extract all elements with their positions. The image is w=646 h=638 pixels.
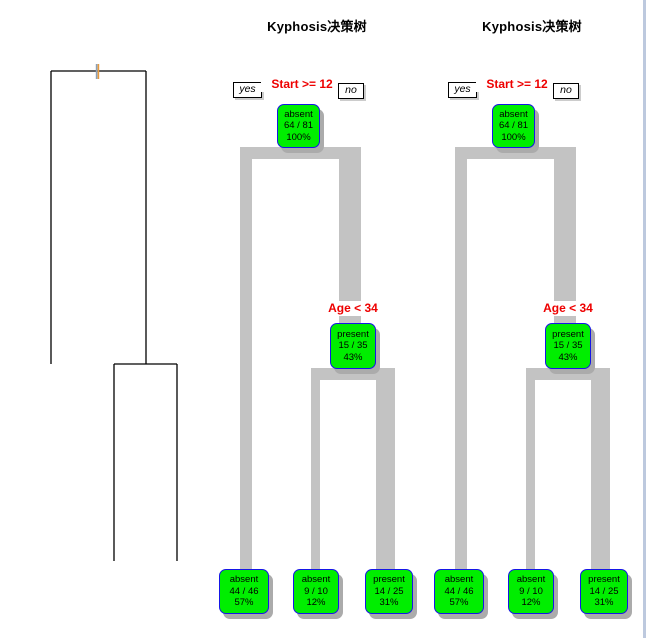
- node-class: absent: [499, 108, 528, 120]
- branch-bar-right: [339, 147, 361, 325]
- node-pct: 100%: [501, 131, 526, 143]
- node-count: 44 / 46: [444, 585, 474, 597]
- node-count: 14 / 25: [374, 585, 404, 597]
- node-class: absent: [301, 574, 331, 586]
- second-split-label: Age < 34: [316, 301, 390, 316]
- tree-node-leaf-1: absent 44 / 46 57%: [434, 569, 484, 614]
- page-title: Kyphosis决策树: [267, 19, 367, 34]
- node-class: absent: [444, 574, 474, 586]
- node-pct: 57%: [449, 597, 469, 609]
- node-class: absent: [284, 108, 313, 120]
- node-pct: 12%: [306, 597, 326, 609]
- tree-node-internal: present 15 / 35 43%: [545, 323, 591, 369]
- branch-bar-mid: [526, 368, 610, 380]
- node-count: 15 / 35: [338, 340, 368, 352]
- node-pct: 100%: [286, 131, 311, 143]
- node-pct: 43%: [343, 351, 363, 363]
- no-label-box: no: [338, 83, 364, 99]
- node-class: present: [552, 328, 584, 340]
- page-title: Kyphosis决策树: [482, 19, 582, 34]
- window-right-border: [643, 0, 646, 638]
- decision-tree-panel-2: Kyphosis决策树 yes Start >= 12 no absent 64…: [430, 0, 634, 638]
- branch-bar-leaf3: [376, 368, 395, 569]
- node-count: 15 / 35: [553, 340, 583, 352]
- branch-bar-leaf3: [591, 368, 610, 569]
- tree-node-leaf-3: present 14 / 25 31%: [365, 569, 413, 614]
- node-class: present: [337, 328, 369, 340]
- tree-node-internal: present 15 / 35 43%: [330, 323, 376, 369]
- node-class: absent: [229, 574, 259, 586]
- node-class: present: [588, 574, 620, 586]
- node-pct: 31%: [379, 597, 399, 609]
- node-count: 64 / 81: [498, 120, 529, 132]
- node-count: 9 / 10: [519, 585, 543, 597]
- node-count: 14 / 25: [589, 585, 619, 597]
- node-count: 9 / 10: [304, 585, 328, 597]
- branch-bar-mid: [311, 368, 395, 380]
- node-pct: 31%: [594, 597, 614, 609]
- branch-bar-left: [240, 147, 252, 569]
- branch-bar-left: [455, 147, 467, 569]
- branch-bar-top: [455, 147, 576, 159]
- branch-bar-top: [240, 147, 361, 159]
- tree-node-leaf-2: absent 9 / 10 12%: [508, 569, 554, 614]
- tree-node-leaf-3: present 14 / 25 31%: [580, 569, 628, 614]
- tree-node-leaf-2: absent 9 / 10 12%: [293, 569, 339, 614]
- node-count: 64 / 81: [283, 120, 314, 132]
- root-split-label: Start >= 12: [261, 77, 343, 92]
- node-pct: 57%: [234, 597, 254, 609]
- tree-node-root: absent 64 / 81 100%: [277, 104, 320, 148]
- node-class: present: [373, 574, 405, 586]
- root-split-label: Start >= 12: [476, 77, 558, 92]
- node-pct: 12%: [521, 597, 541, 609]
- node-pct: 43%: [558, 351, 578, 363]
- node-class: absent: [516, 574, 546, 586]
- tree-node-root: absent 64 / 81 100%: [492, 104, 535, 148]
- node-count: 44 / 46: [229, 585, 259, 597]
- branch-bar-leaf2: [311, 368, 320, 569]
- yes-label-box: yes: [448, 82, 477, 98]
- decision-tree-panel-1: Kyphosis决策树 yes Start >= 12 no absent 64…: [215, 0, 419, 638]
- branch-bar-leaf2: [526, 368, 535, 569]
- no-label-box: no: [553, 83, 579, 99]
- yes-label-box: yes: [233, 82, 262, 98]
- branch-bar-right: [554, 147, 576, 325]
- second-split-label: Age < 34: [531, 301, 605, 316]
- tree-node-leaf-1: absent 44 / 46 57%: [219, 569, 269, 614]
